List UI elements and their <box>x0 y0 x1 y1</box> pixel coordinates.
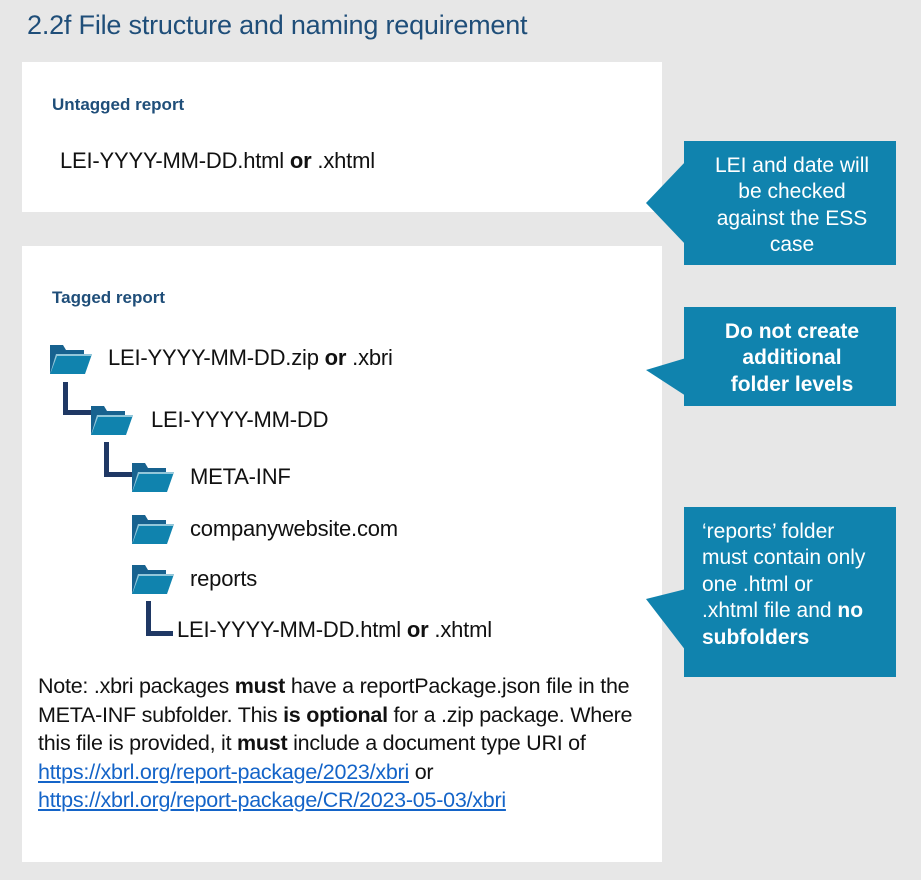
note-bold-must-1: must <box>234 674 286 698</box>
tree-label-meta-inf: META-INF <box>190 464 291 490</box>
callout-line: additional <box>742 346 842 370</box>
callout-line-bold: no <box>837 599 864 623</box>
callout-line: be checked <box>738 180 846 204</box>
folder-icon <box>132 512 174 546</box>
tree-label-suffix: .xhtml <box>428 617 492 642</box>
note-seg-1: Note: .xbri packages <box>38 674 235 698</box>
callout-reports-folder-text: ‘reports’ folder must contain only one .… <box>684 507 896 663</box>
folder-icon <box>132 460 174 494</box>
callout-line: one .html or <box>702 572 813 596</box>
callout-lei-date: LEI and date will be checked against the… <box>684 141 896 265</box>
tree-label-text: LEI-YYYY-MM-DD.zip <box>108 345 325 370</box>
folder-icon <box>91 403 133 437</box>
callout-no-extra-folders-arrow <box>646 358 686 396</box>
folder-icon <box>50 342 92 376</box>
tree-label-root-zip: LEI-YYYY-MM-DD.zip or .xbri <box>108 345 393 371</box>
tree-label-text: LEI-YYYY-MM-DD <box>151 407 329 432</box>
tree-label-emphasis: or <box>324 345 347 370</box>
note-seg-2: have a reportPackage.json file in the ME… <box>38 674 630 727</box>
tree-label-emphasis: or <box>406 617 429 642</box>
note-bold-must-2: must <box>237 731 288 756</box>
tree-label-text: META-INF <box>190 464 291 489</box>
tree-label-text: reports <box>190 566 258 591</box>
link-report-package-cr[interactable]: https://xbrl.org/report-package/CR/2023-… <box>38 788 506 813</box>
callout-line: must contain only <box>702 546 866 570</box>
note-seg-3: for a .zip package. Where this file is p… <box>38 702 633 756</box>
callout-line: .xhtml file and <box>702 599 838 623</box>
note-bold-is-optional: is optional <box>283 702 388 727</box>
note-seg-5: or <box>408 759 434 784</box>
folder-icon <box>132 562 174 596</box>
callout-reports-folder-arrow <box>646 589 686 651</box>
untagged-filename-or: or <box>289 148 312 173</box>
untagged-report-panel: Untagged report LEI-YYYY-MM-DD.html or .… <box>22 62 662 212</box>
untagged-report-heading: Untagged report <box>52 95 185 114</box>
callout-lei-date-text: LEI and date will be checked against the… <box>684 141 896 271</box>
callout-no-extra-folders-text: Do not create additional folder levels <box>684 307 896 410</box>
tree-label-companywebsite: companywebsite.com <box>190 516 398 542</box>
callout-lei-date-arrow <box>646 161 686 245</box>
untagged-filename-row: LEI-YYYY-MM-DD.html or .xhtml <box>60 148 375 174</box>
tree-label-reports: reports <box>190 566 257 592</box>
callout-line: Do not create <box>724 320 860 343</box>
untagged-filename-suffix: .xhtml <box>311 148 375 173</box>
note-paragraph: Note: .xbri packages must have a reportP… <box>38 672 653 815</box>
tree-connector-2 <box>104 442 133 477</box>
callout-line: ‘reports’ folder <box>702 520 835 543</box>
callout-reports-folder: ‘reports’ folder must contain only one .… <box>684 507 896 677</box>
tagged-report-panel: Tagged report LEI-YYYY-MM-DD.zip or .xbr… <box>22 246 662 862</box>
page-title: 2.2f File structure and naming requireme… <box>27 10 528 40</box>
tree-label-text: companywebsite.com <box>190 516 398 541</box>
callout-line-bold: subfolders <box>702 625 810 649</box>
tree-connector-1 <box>63 382 92 415</box>
tree-label-text: LEI-YYYY-MM-DD.html <box>177 617 407 642</box>
callout-line: case <box>769 233 815 257</box>
tree-label-lei-folder: LEI-YYYY-MM-DD <box>151 407 329 433</box>
callout-line: LEI and date will <box>714 154 870 177</box>
callout-no-extra-folders: Do not create additional folder levels <box>684 307 896 406</box>
tree-label-suffix: .xbri <box>346 345 393 370</box>
callout-line: against the ESS <box>716 206 868 230</box>
callout-line: folder levels <box>730 372 854 396</box>
tree-connector-3 <box>146 601 173 636</box>
note-seg-4: include a document type URI of <box>287 731 586 756</box>
link-report-package-2023[interactable]: https://xbrl.org/report-package/2023/xbr… <box>38 759 409 784</box>
untagged-filename-prefix: LEI-YYYY-MM-DD.html <box>60 148 290 173</box>
tagged-report-heading: Tagged report <box>52 288 166 307</box>
tree-label-report-file: LEI-YYYY-MM-DD.html or .xhtml <box>177 617 492 643</box>
